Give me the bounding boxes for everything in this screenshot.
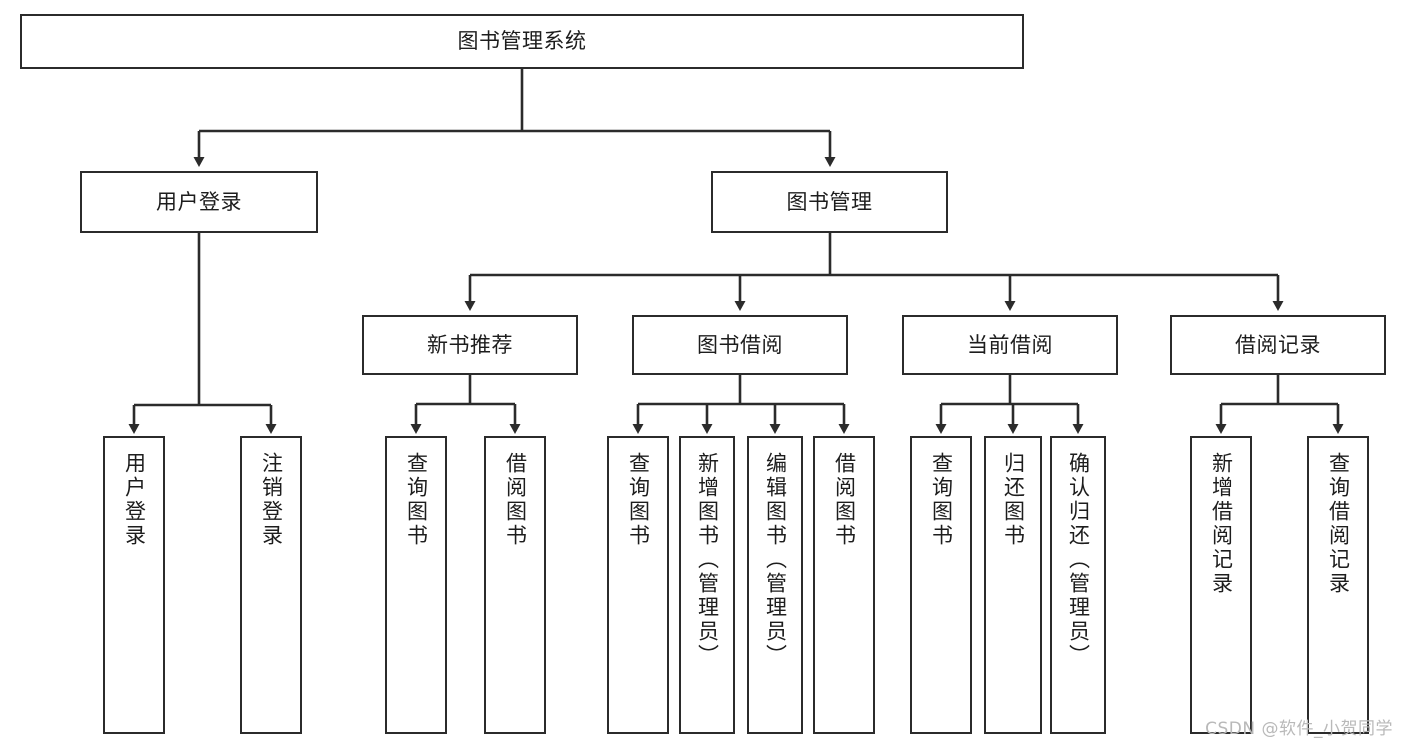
node-leaf-user-login[interactable]: 用户登录	[103, 436, 165, 734]
node-leaf-label: 查询图书	[404, 452, 429, 548]
node-leaf-label: 注销登录	[259, 452, 284, 548]
node-book-borrow[interactable]: 图书借阅	[632, 315, 848, 375]
node-leaf-borrow-book-a[interactable]: 借阅图书	[484, 436, 546, 734]
node-user-login[interactable]: 用户登录	[80, 171, 318, 233]
node-leaf-label: 新增图书（管理员）	[695, 452, 720, 668]
node-leaf-query-book-c[interactable]: 查询图书	[910, 436, 972, 734]
node-leaf-label: 归还图书	[1001, 452, 1026, 548]
node-leaf-query-borrow-record[interactable]: 查询借阅记录	[1307, 436, 1369, 734]
node-leaf-label: 借阅图书	[503, 452, 528, 548]
csdn-watermark: CSDN @软件_小贺同学	[1205, 719, 1393, 739]
node-borrow-records[interactable]: 借阅记录	[1170, 315, 1386, 375]
node-book-management[interactable]: 图书管理	[711, 171, 948, 233]
node-leaf-edit-book-admin[interactable]: 编辑图书（管理员）	[747, 436, 803, 734]
node-new-book-recommend[interactable]: 新书推荐	[362, 315, 578, 375]
node-root-label: 图书管理系统	[457, 29, 587, 54]
node-leaf-label: 新增借阅记录	[1209, 452, 1234, 596]
node-new-book-recommend-label: 新书推荐	[427, 332, 513, 357]
node-leaf-query-book-b[interactable]: 查询图书	[607, 436, 669, 734]
node-current-borrow-label: 当前借阅	[967, 332, 1053, 357]
node-root-system[interactable]: 图书管理系统	[20, 14, 1024, 69]
node-leaf-add-borrow-record[interactable]: 新增借阅记录	[1190, 436, 1252, 734]
node-user-login-label: 用户登录	[156, 189, 242, 214]
node-leaf-label: 用户登录	[122, 452, 147, 548]
node-leaf-label: 借阅图书	[832, 452, 857, 548]
node-leaf-query-book-a[interactable]: 查询图书	[385, 436, 447, 734]
node-leaf-label: 查询借阅记录	[1326, 452, 1351, 596]
node-borrow-records-label: 借阅记录	[1235, 332, 1321, 357]
node-leaf-confirm-return-admin[interactable]: 确认归还（管理员）	[1050, 436, 1106, 734]
node-leaf-label: 确认归还（管理员）	[1066, 452, 1091, 668]
node-book-management-label: 图书管理	[786, 189, 873, 214]
node-book-borrow-label: 图书借阅	[697, 332, 783, 357]
node-leaf-logout[interactable]: 注销登录	[240, 436, 302, 734]
node-leaf-label: 查询图书	[626, 452, 651, 548]
node-leaf-borrow-book-b[interactable]: 借阅图书	[813, 436, 875, 734]
node-leaf-label: 编辑图书（管理员）	[763, 452, 788, 668]
node-leaf-add-book-admin[interactable]: 新增图书（管理员）	[679, 436, 735, 734]
node-leaf-label: 查询图书	[929, 452, 954, 548]
node-leaf-return-book[interactable]: 归还图书	[984, 436, 1042, 734]
node-current-borrow[interactable]: 当前借阅	[902, 315, 1118, 375]
